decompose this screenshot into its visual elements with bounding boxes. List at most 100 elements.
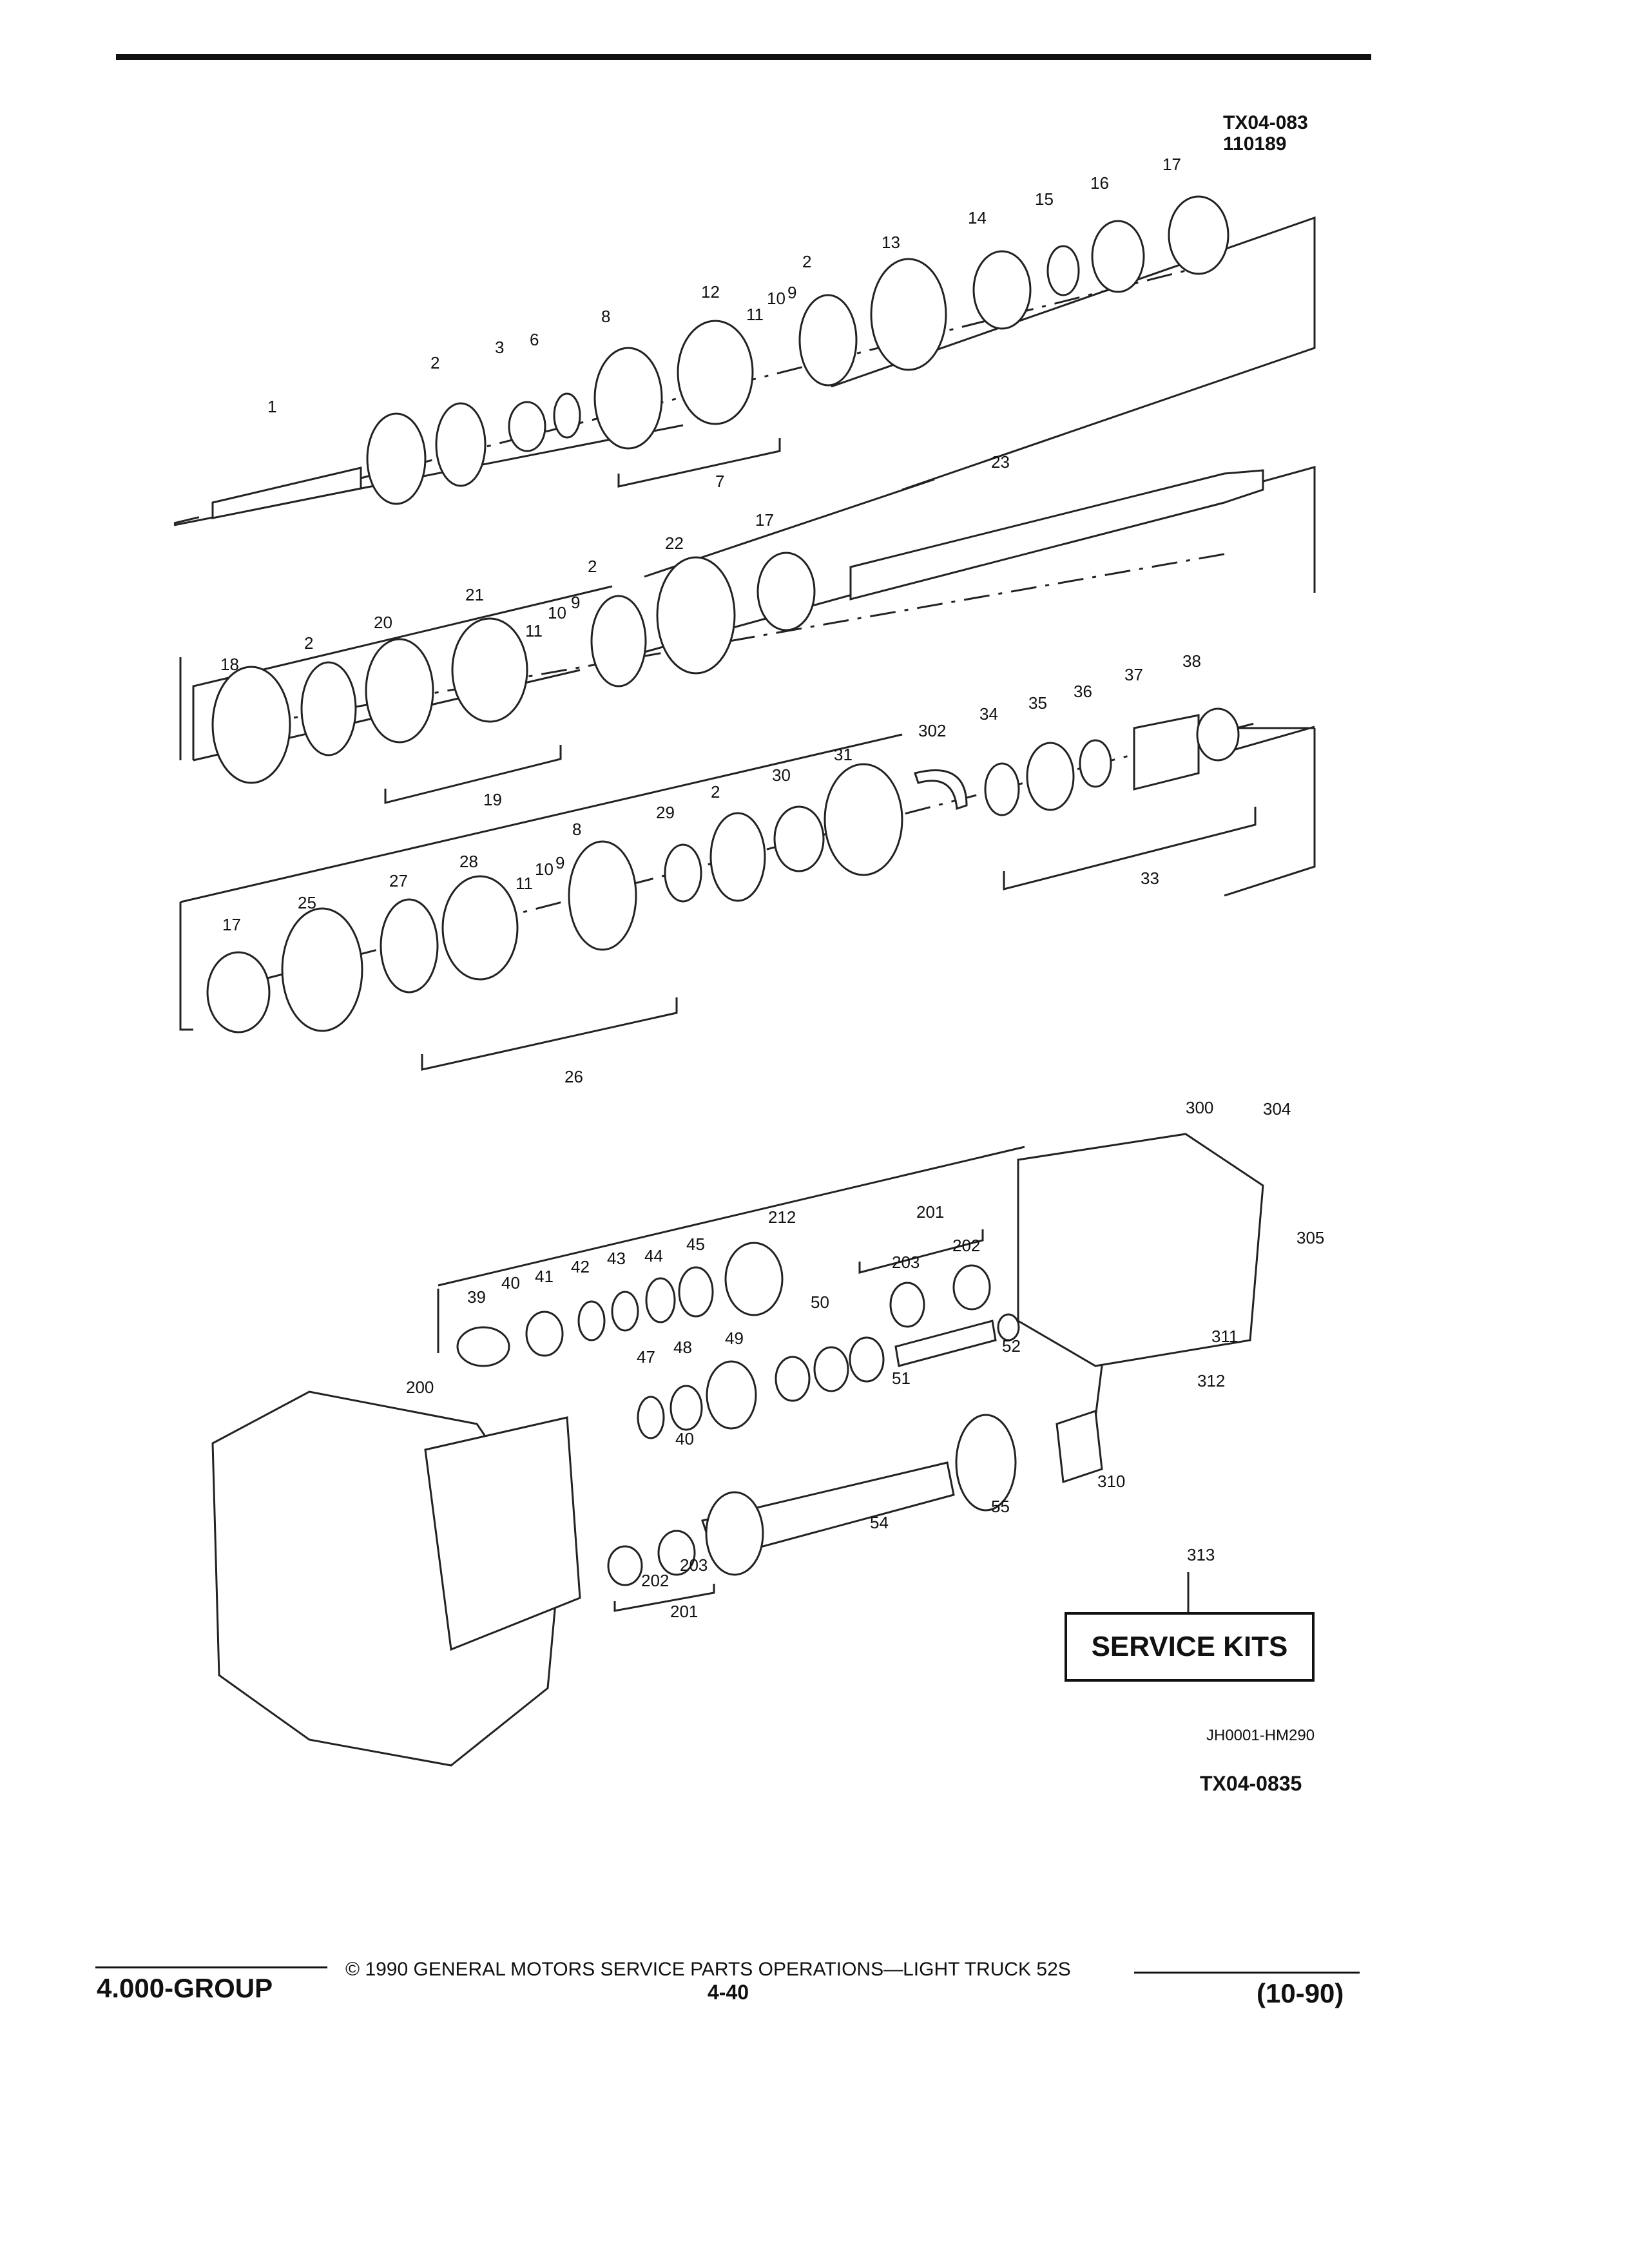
- gear-22: [656, 556, 736, 675]
- callout-10: 10: [548, 603, 566, 622]
- callout-2: 2: [711, 782, 720, 802]
- callout-9: 9: [571, 593, 580, 612]
- callout-30: 30: [772, 765, 791, 785]
- shaft-51: [894, 1320, 997, 1367]
- callout-43: 43: [607, 1249, 626, 1268]
- seal-38: [1196, 707, 1240, 762]
- bearing-37: [1133, 714, 1200, 791]
- callout-203: 203: [680, 1555, 708, 1575]
- case-assembly: [211, 1133, 1264, 1767]
- row1-parts: [211, 195, 1229, 519]
- callout-10: 10: [535, 860, 554, 879]
- callout-313: 313: [1187, 1545, 1215, 1564]
- callout-26: 26: [564, 1067, 583, 1086]
- ring-2e: [709, 812, 766, 902]
- callout-212: 212: [768, 1207, 796, 1227]
- bearing-17b: [757, 552, 816, 631]
- callout-2: 2: [802, 252, 811, 271]
- callout-39: 39: [467, 1287, 486, 1307]
- callout-41: 41: [535, 1267, 554, 1286]
- gear-49: [706, 1360, 757, 1430]
- ring-2: [435, 402, 487, 487]
- bearing-17c: [206, 951, 271, 1033]
- part-41: [525, 1311, 564, 1357]
- callout-42: 42: [571, 1257, 590, 1276]
- callout-12: 12: [701, 282, 720, 302]
- callout-23: 23: [991, 452, 1010, 472]
- callout-15: 15: [1035, 189, 1054, 209]
- bearing-203: [889, 1282, 925, 1328]
- callout-21: 21: [465, 585, 484, 604]
- callout-37: 37: [1124, 665, 1143, 684]
- callout-16: 16: [1090, 173, 1109, 193]
- callout-38: 38: [1182, 651, 1201, 671]
- bearing-17: [1168, 195, 1229, 275]
- service-kits-box: SERVICE KITS: [1065, 1612, 1315, 1682]
- callout-44: 44: [644, 1246, 663, 1265]
- bearing-50c: [849, 1336, 885, 1383]
- callout-6: 6: [530, 330, 539, 349]
- gear-54a: [705, 1491, 764, 1576]
- callout-54: 54: [870, 1513, 889, 1532]
- snap-ring-15: [1046, 245, 1080, 296]
- callout-25: 25: [298, 893, 316, 912]
- callout-35: 35: [1028, 693, 1047, 713]
- top-rule: [116, 54, 1371, 60]
- part-45: [678, 1266, 714, 1318]
- callout-47: 47: [637, 1347, 655, 1367]
- callout-9: 9: [787, 283, 796, 302]
- callout-9: 9: [555, 853, 564, 872]
- bearing-50a: [775, 1356, 811, 1402]
- callout-14: 14: [968, 208, 987, 227]
- footer-copyright: © 1990 GENERAL MOTORS SERVICE PARTS OPER…: [345, 1959, 1071, 1980]
- callout-8: 8: [601, 307, 610, 326]
- synchronizer-21: [451, 617, 528, 723]
- callout-11: 11: [525, 621, 543, 640]
- callout-202: 202: [641, 1571, 669, 1590]
- mainshaft-23: [849, 469, 1264, 601]
- row3-parts: [206, 707, 1240, 1033]
- callout-200: 200: [406, 1378, 434, 1397]
- callout-33: 33: [1141, 869, 1159, 888]
- callout-2: 2: [430, 353, 439, 372]
- callout-55: 55: [991, 1497, 1010, 1516]
- callout-201: 201: [916, 1202, 944, 1222]
- part-310: [1055, 1409, 1103, 1484]
- race-202: [952, 1264, 991, 1311]
- input-gear: [366, 412, 427, 505]
- sleeve-8: [593, 347, 663, 450]
- callout-34: 34: [979, 704, 998, 724]
- callout-3: 3: [495, 338, 504, 357]
- ring-212: [724, 1242, 784, 1316]
- callout-1: 1: [267, 397, 276, 416]
- callout-312: 312: [1197, 1371, 1225, 1390]
- bearing-50b: [813, 1346, 849, 1392]
- footer-rule-left: [95, 1966, 327, 1968]
- callout-40: 40: [501, 1273, 520, 1293]
- callout-304: 304: [1263, 1099, 1291, 1119]
- callout-50: 50: [811, 1293, 829, 1312]
- retainer-302: [914, 769, 968, 811]
- bearing-35: [1026, 742, 1075, 811]
- input-shaft: [211, 466, 362, 519]
- bearing-203b: [657, 1530, 696, 1576]
- callout-17: 17: [222, 915, 241, 934]
- bearing-3: [508, 401, 546, 452]
- callout-22: 22: [665, 533, 684, 553]
- callout-10: 10: [767, 289, 786, 308]
- callout-45: 45: [686, 1235, 705, 1254]
- callout-17: 17: [1162, 155, 1181, 174]
- snap-ring-29: [664, 843, 702, 903]
- callout-305: 305: [1296, 1228, 1324, 1247]
- ref-code-1: TX04-083: [1223, 112, 1308, 133]
- gear-13: [870, 258, 947, 371]
- callout-8: 8: [572, 820, 581, 839]
- callout-11: 11: [746, 305, 764, 324]
- callout-11: 11: [516, 874, 533, 893]
- callout-49: 49: [725, 1329, 744, 1348]
- race-202b: [607, 1545, 643, 1586]
- callout-27: 27: [389, 871, 408, 890]
- callout-17: 17: [755, 510, 774, 530]
